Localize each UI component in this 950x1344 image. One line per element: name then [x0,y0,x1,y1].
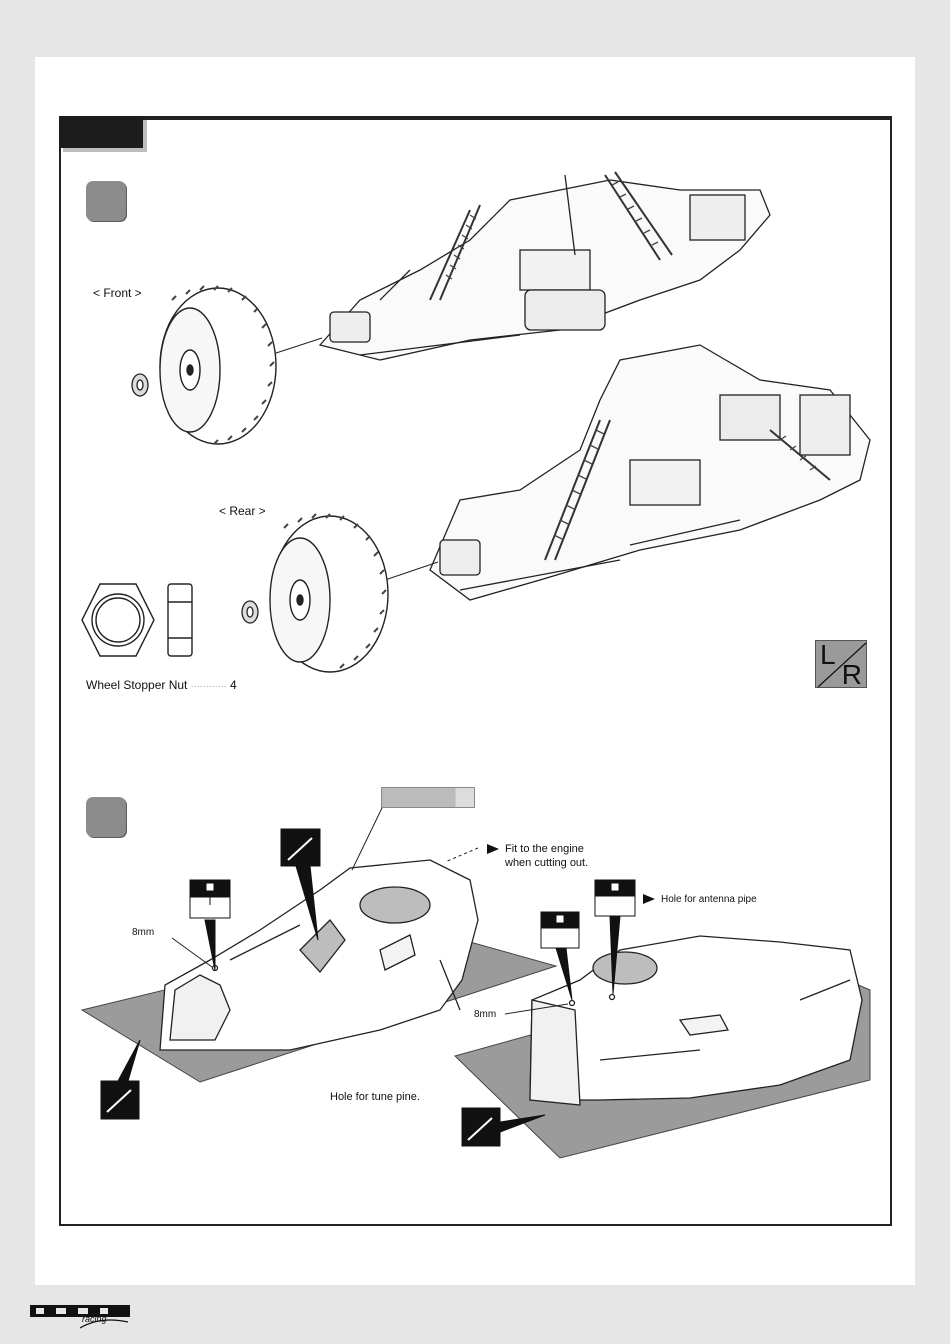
fit-engine-note-line2: when cutting out. [505,857,588,869]
left-mat-marker [101,1040,140,1119]
fit-engine-note: Fit to the engine [487,843,584,855]
arrow-icon [643,894,655,904]
hole-size-right: 8mm [474,1009,496,1020]
tune-pipe-note: Hole for tune pine. [330,1091,420,1103]
antenna-note: Hole for antenna pipe [643,894,757,905]
hpi-logo [30,1302,132,1332]
hole-size-left: 8mm [132,927,154,938]
logo-subtext: racing [82,1314,107,1324]
arrow-icon [487,844,499,854]
